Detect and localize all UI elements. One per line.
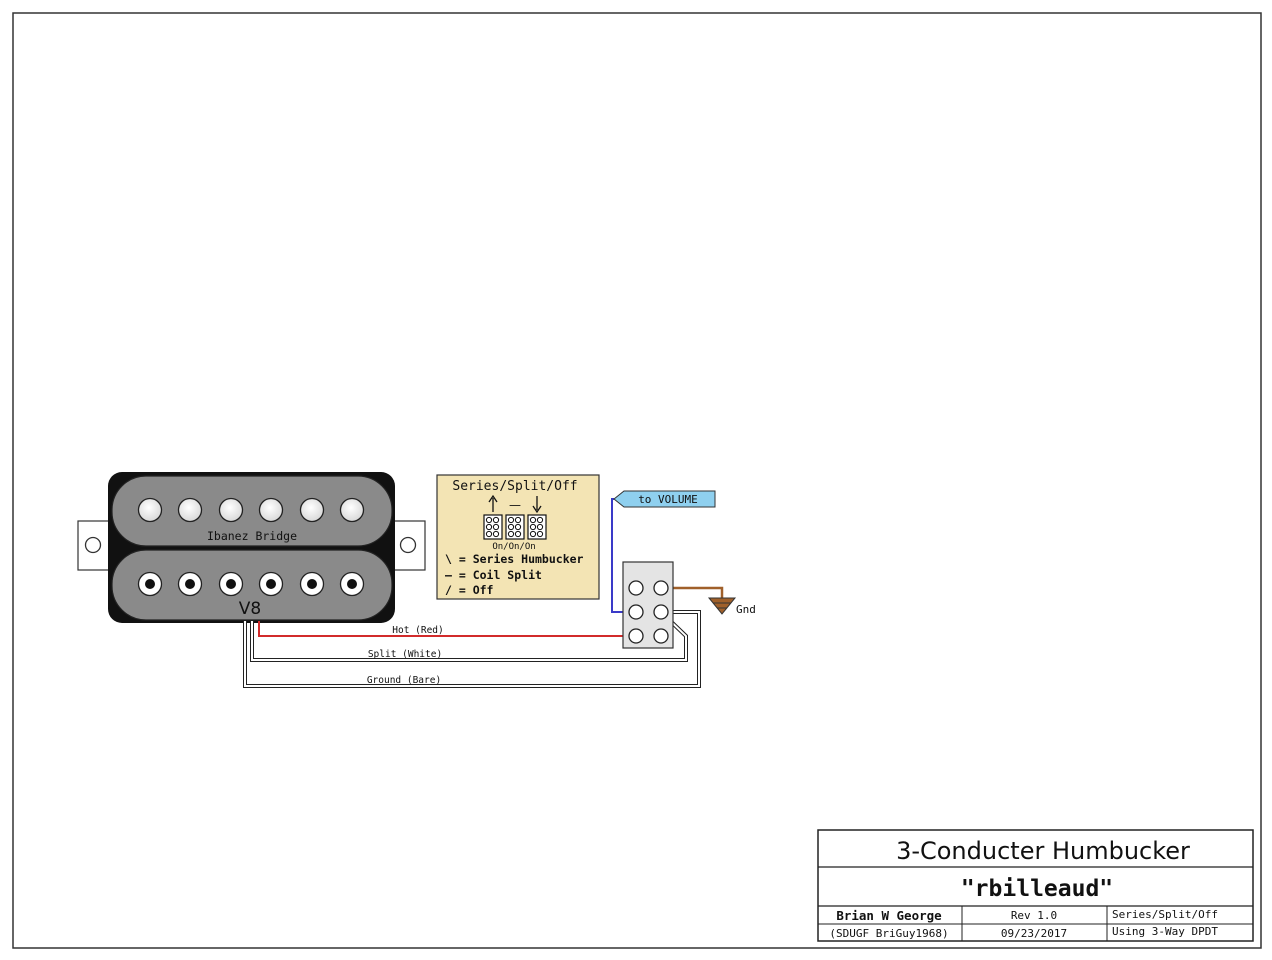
diagram-name: "rbilleaud" bbox=[961, 876, 1113, 902]
mini-switch-3-lug-2 bbox=[536, 516, 544, 524]
pickup-bottom-label: V8 bbox=[239, 599, 261, 619]
left-mounting-hole bbox=[84, 536, 102, 554]
bottom-pole-screw-hole-6 bbox=[347, 579, 357, 589]
ground-wire bbox=[244, 611, 700, 687]
description-line-2: Using 3-Way DPDT bbox=[1112, 925, 1218, 938]
switch-lug-2 bbox=[653, 580, 669, 596]
bottom-pole-screw-hole-4 bbox=[266, 579, 276, 589]
bottom-pole-screw-hole-2 bbox=[185, 579, 195, 589]
split-wire-label: Split (White) bbox=[368, 649, 442, 660]
mini-switch-2-lug-1 bbox=[507, 516, 515, 524]
diagram-title: 3-Conducter Humbucker bbox=[896, 837, 1190, 865]
legend-line-off: / = Off bbox=[445, 583, 494, 597]
mini-switch-2-lug-5 bbox=[507, 530, 515, 538]
top-pole-piece-2 bbox=[177, 497, 203, 523]
top-pole-piece-5 bbox=[299, 497, 325, 523]
top-coil bbox=[111, 475, 393, 547]
bottom-pole-screw-hole-3 bbox=[226, 579, 236, 589]
mini-switch-3-lug-3 bbox=[529, 523, 537, 531]
to-volume-label: to VOLUME bbox=[638, 493, 698, 506]
title-block: 3-Conducter Humbucker "rbilleaud" Brian … bbox=[817, 829, 1254, 942]
ground-symbol: Gnd bbox=[707, 597, 756, 616]
switch-lug-1 bbox=[628, 580, 644, 596]
revision: Rev 1.0 bbox=[1011, 909, 1057, 922]
description-line-1: Series/Split/Off bbox=[1112, 908, 1218, 921]
mini-switch-1-lug-6 bbox=[492, 530, 500, 538]
bottom-pole-screw-hole-1 bbox=[145, 579, 155, 589]
top-pole-piece-1 bbox=[137, 497, 163, 523]
ground-label: Gnd bbox=[736, 603, 756, 616]
switch-lug-4 bbox=[653, 604, 669, 620]
legend-line-series: \ = Series Humbucker bbox=[445, 552, 584, 566]
pickup-wires bbox=[243, 498, 724, 688]
top-coil-pole-pieces bbox=[137, 497, 365, 523]
dpdt-switch bbox=[622, 561, 674, 649]
date: 09/23/2017 bbox=[1001, 927, 1067, 940]
author-name: Brian W George bbox=[836, 908, 942, 923]
bottom-coil bbox=[111, 549, 393, 621]
humbucker-pickup: Ibanez Bridge V8 bbox=[77, 472, 426, 623]
bottom-pole-screw-hole-5 bbox=[307, 579, 317, 589]
left-mounting-ear bbox=[77, 520, 113, 571]
to-volume-tag: to VOLUME bbox=[613, 490, 716, 508]
split-wire bbox=[251, 611, 687, 661]
switch-lugs bbox=[628, 580, 669, 644]
ground-jumper-wire bbox=[661, 586, 724, 598]
legend-line-split: – = Coil Split bbox=[445, 568, 542, 582]
top-pole-piece-4 bbox=[258, 497, 284, 523]
mini-switch-2-lug-6 bbox=[514, 530, 522, 538]
mini-switch-1-lug-2 bbox=[492, 516, 500, 524]
author-handle: (SDUGF BriGuy1968) bbox=[829, 927, 948, 940]
mini-switch-2-lug-4 bbox=[514, 523, 522, 531]
hot-wire bbox=[258, 621, 636, 637]
split-position-mark: — bbox=[509, 498, 521, 512]
pickup-top-label: Ibanez Bridge bbox=[207, 529, 297, 543]
switch-legend: Series/Split/Off — On/On/On \ = Series H… bbox=[436, 474, 600, 600]
hot-wire-label: Hot (Red) bbox=[392, 625, 443, 636]
mini-switch-1-lug-5 bbox=[485, 530, 493, 538]
top-pole-piece-6 bbox=[339, 497, 365, 523]
mini-switch-3-lug-6 bbox=[536, 530, 544, 538]
page-border bbox=[12, 12, 1262, 949]
arrow-up-icon bbox=[488, 494, 498, 512]
ground-icon bbox=[707, 597, 737, 615]
switch-lug-3 bbox=[628, 604, 644, 620]
mini-switch-3-lug-5 bbox=[529, 530, 537, 538]
switch-lug-6 bbox=[653, 628, 669, 644]
to-volume-tag-shape bbox=[613, 490, 716, 508]
mini-switch-2-lug-3 bbox=[507, 523, 515, 531]
mini-switch-3-lug-1 bbox=[529, 516, 537, 524]
mini-switch-1-lug-3 bbox=[485, 523, 493, 531]
mini-switch-1-lug-4 bbox=[492, 523, 500, 531]
mini-switch-3-lug-4 bbox=[536, 523, 544, 531]
top-pole-piece-3 bbox=[218, 497, 244, 523]
arrow-down-icon bbox=[532, 496, 542, 514]
ground-wire-label: Ground (Bare) bbox=[367, 675, 441, 686]
right-mounting-hole bbox=[399, 536, 417, 554]
mini-switch-icons bbox=[483, 514, 547, 540]
mini-switch-1-lug-1 bbox=[485, 516, 493, 524]
switch-lug-5 bbox=[628, 628, 644, 644]
bottom-coil-pole-pieces bbox=[137, 571, 365, 597]
switch-caption: On/On/On bbox=[492, 542, 535, 552]
title-block-frame bbox=[817, 829, 1254, 942]
legend-title: Series/Split/Off bbox=[452, 479, 577, 494]
mini-switch-2-lug-2 bbox=[514, 516, 522, 524]
